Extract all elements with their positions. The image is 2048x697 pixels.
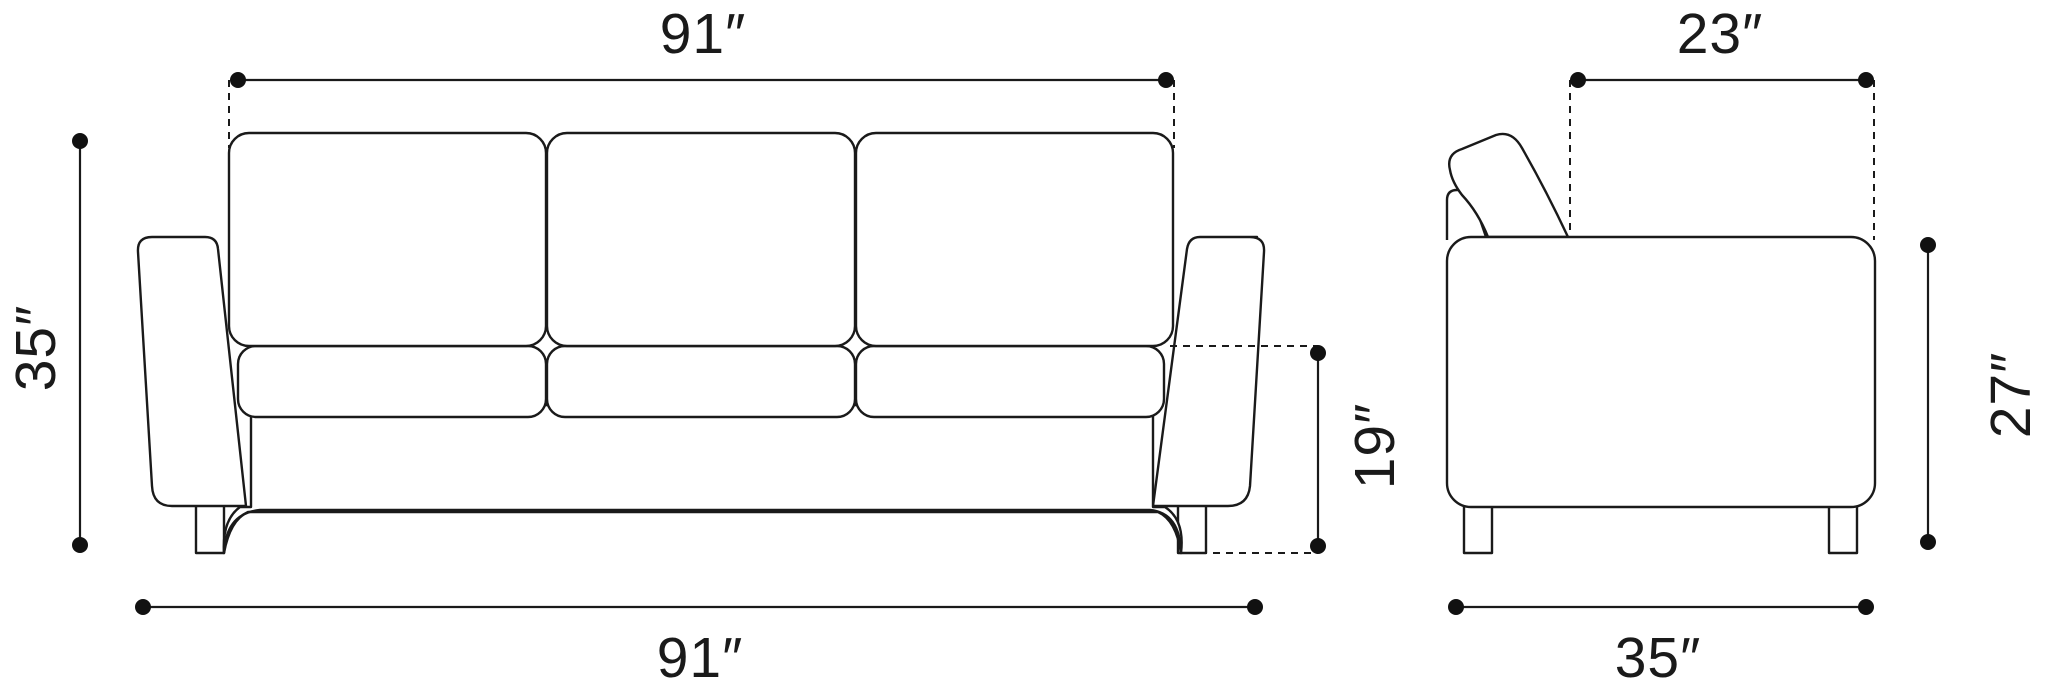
side-top-depth-label: 23″ xyxy=(1677,2,1764,66)
front-bottom-width-label: 91″ xyxy=(657,626,744,690)
front-base-bottom-curve xyxy=(222,508,1183,555)
side-dimensions: 23″ 27″ 35″ xyxy=(1448,2,2043,690)
front-right-arm xyxy=(1151,235,1266,508)
front-base xyxy=(222,403,1183,555)
sofa-side-view xyxy=(1445,132,1877,555)
side-height-label: 27″ xyxy=(1979,352,2043,439)
front-height-label: 35″ xyxy=(4,305,68,392)
front-top-width-label: 91″ xyxy=(660,2,747,66)
side-depth-label: 35″ xyxy=(1615,626,1702,690)
front-seat-cushion-left xyxy=(236,344,548,419)
front-back-cushion-left xyxy=(227,131,548,348)
front-dimensions: 91″ 35″ 19″ 91″ xyxy=(4,2,1407,690)
front-seat-cushion-middle xyxy=(545,344,857,419)
front-left-arm xyxy=(136,235,248,508)
front-seat-height-label: 19″ xyxy=(1343,403,1407,490)
side-back-leg xyxy=(1827,503,1859,555)
front-back-cushion-right xyxy=(854,131,1175,348)
side-front-leg xyxy=(1462,503,1494,555)
front-back-cushion-middle xyxy=(545,131,857,348)
side-back-cushion xyxy=(1448,132,1570,239)
side-body xyxy=(1445,235,1877,509)
sofa-front-view xyxy=(136,131,1266,555)
front-seat-cushion-right xyxy=(854,344,1166,419)
front-left-leg xyxy=(194,503,226,555)
